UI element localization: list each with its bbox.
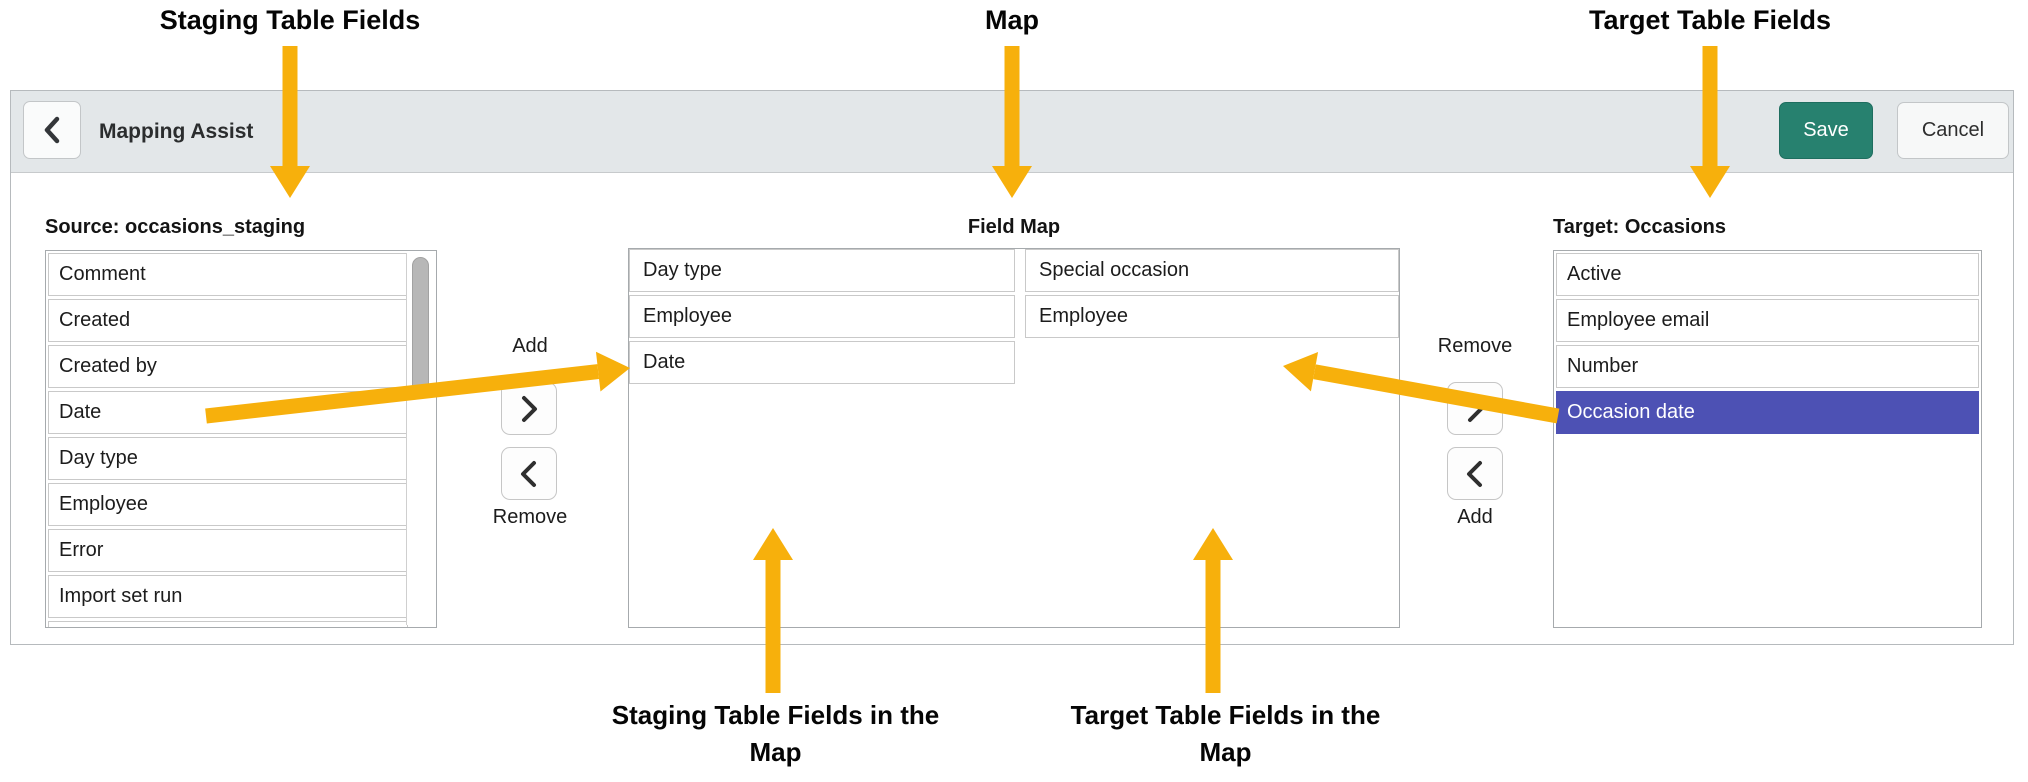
list-item[interactable]: Employee	[629, 295, 1015, 338]
chevron-left-icon	[521, 460, 536, 487]
remove-label-right: Remove	[1437, 335, 1513, 357]
remove-label-left: Remove	[492, 506, 568, 528]
annotation-line: Staging Table Fields in the	[611, 700, 940, 730]
list-item[interactable]: Import set run	[48, 575, 408, 618]
add-label-right: Add	[1457, 506, 1493, 528]
annotation-line: Target Table Fields in the	[1070, 700, 1381, 730]
list-item[interactable]: Error	[48, 529, 408, 572]
list-item[interactable]: Created by	[48, 345, 408, 388]
source-list-scrollbar[interactable]	[406, 253, 434, 625]
annotation-line: Map	[1199, 737, 1252, 767]
annotation-staging-table-fields: Staging Table Fields	[159, 5, 421, 35]
add-to-map-button[interactable]	[501, 382, 557, 435]
list-item[interactable]: Active	[1556, 253, 1979, 296]
add-label-left: Add	[512, 335, 548, 357]
list-item[interactable]: Employee email	[1556, 299, 1979, 342]
list-item[interactable]: Special occasion	[1025, 249, 1399, 292]
chevron-right-icon	[1468, 395, 1483, 422]
back-button[interactable]	[23, 101, 81, 159]
page-title: Mapping Assist	[99, 120, 254, 143]
title-bar: Mapping Assist Save Cancel	[11, 91, 2013, 173]
target-panel-title: Target: Occasions	[1553, 216, 1727, 238]
list-item[interactable]: Day type	[48, 437, 408, 480]
source-list-scrollbar-thumb[interactable]	[412, 257, 429, 399]
annotation-target-fields-in-map: Target Table Fields in the Map	[1018, 697, 1433, 771]
list-item[interactable]: Created	[48, 299, 408, 342]
source-panel-title: Source: occasions_staging	[45, 216, 306, 238]
chevron-left-icon	[1467, 460, 1482, 487]
annotation-target-table-fields: Target Table Fields	[1588, 5, 1832, 35]
list-item[interactable]: Employee	[48, 483, 408, 526]
save-button[interactable]: Save	[1779, 102, 1873, 159]
cancel-button[interactable]: Cancel	[1897, 102, 2009, 159]
list-item[interactable]: Date	[629, 341, 1015, 384]
chevron-right-icon	[522, 395, 537, 422]
remove-from-map-left-button[interactable]	[501, 447, 557, 500]
remove-from-map-right-button[interactable]	[1447, 382, 1503, 435]
list-item[interactable]: Employee	[1025, 295, 1399, 338]
list-item-partial[interactable]	[48, 621, 408, 627]
list-item[interactable]: Day type	[629, 249, 1015, 292]
list-item[interactable]: Number	[1556, 345, 1979, 388]
list-item[interactable]: Date	[48, 391, 408, 434]
annotation-line: Map	[749, 737, 802, 767]
annotation-staging-fields-in-map: Staging Table Fields in the Map	[568, 697, 983, 771]
chevron-left-icon	[44, 116, 60, 144]
annotation-map: Map	[985, 5, 1039, 35]
field-map-title: Field Map	[967, 216, 1061, 238]
list-item[interactable]: Comment	[48, 253, 408, 296]
add-target-to-map-button[interactable]	[1447, 447, 1503, 500]
list-item[interactable]: Occasion date	[1556, 391, 1979, 434]
